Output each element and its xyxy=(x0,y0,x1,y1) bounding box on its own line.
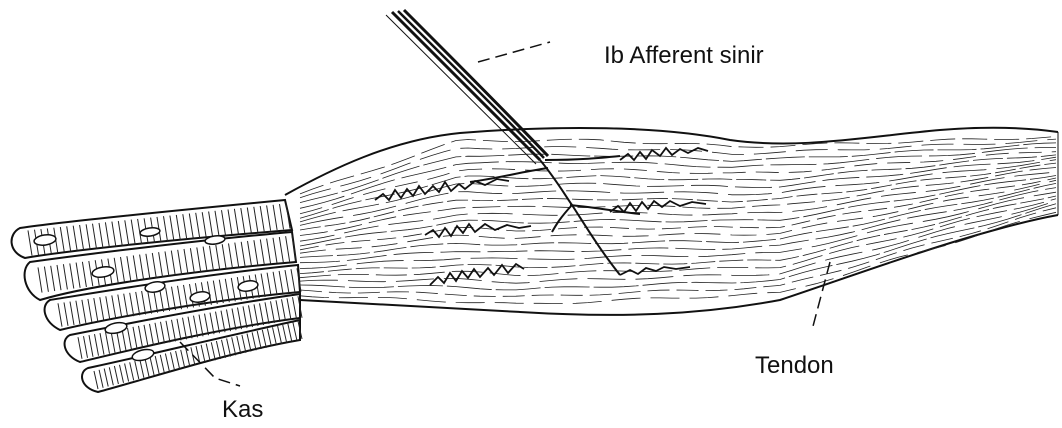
tendon-leader xyxy=(812,262,830,330)
tendon-fiber-line xyxy=(300,204,1056,290)
tendon-fiber-line xyxy=(300,155,1056,218)
tendon-fiber-line xyxy=(300,199,1056,278)
tendon-label: Tendon xyxy=(755,354,834,378)
tendon-fiber-line xyxy=(300,208,1056,297)
afferent-nerve-label: Ib Afferent sinir xyxy=(604,44,764,68)
tendon-fiber-line xyxy=(300,180,1056,253)
afferent-leader xyxy=(478,42,550,62)
tendon-fiber-line xyxy=(300,201,1056,283)
muscle-label: Kas xyxy=(222,398,263,422)
tendon-fibers xyxy=(300,136,1056,303)
tendon-fiber-line xyxy=(300,160,1056,226)
